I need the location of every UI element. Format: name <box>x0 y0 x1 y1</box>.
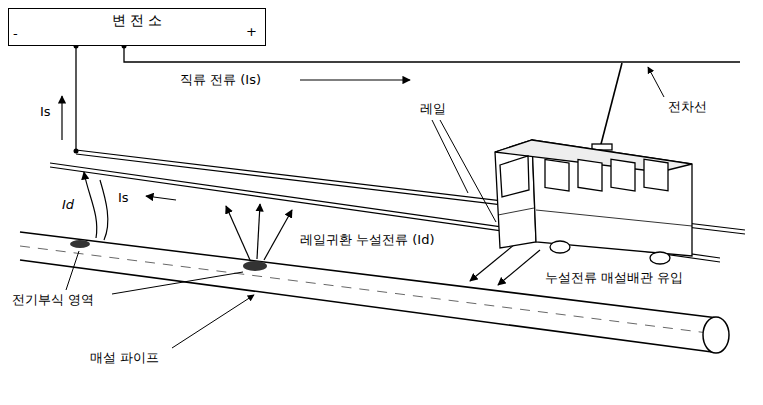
current-label: 직류 전류 (Is) <box>180 72 261 88</box>
part-name: 전차선 <box>668 99 707 115</box>
box-title: 변 전 소 <box>112 9 163 30</box>
substation-box: 변 전 소 <box>8 8 266 46</box>
tram <box>495 63 692 264</box>
part-name: 매설 파이프 <box>90 350 159 366</box>
part-name: 레일 <box>420 101 446 117</box>
terminal-sign: - <box>13 26 18 42</box>
corrosion-spot <box>243 261 267 271</box>
terminal-wires <box>76 46 740 151</box>
current-arrows <box>62 80 540 285</box>
part-name: 전기부식 영역 <box>12 292 94 308</box>
current-symbol: Is <box>118 190 129 206</box>
current-symbol: Is <box>40 104 51 120</box>
corrosion-spot <box>70 240 90 248</box>
terminal-sign: + <box>246 24 257 40</box>
current-label: 레일귀환 누설전류 (Id) <box>300 232 435 248</box>
terminal-dot <box>74 149 79 154</box>
current-symbol: Id <box>62 197 74 213</box>
current-label: 누설전류 매설배관 유입 <box>545 270 683 286</box>
